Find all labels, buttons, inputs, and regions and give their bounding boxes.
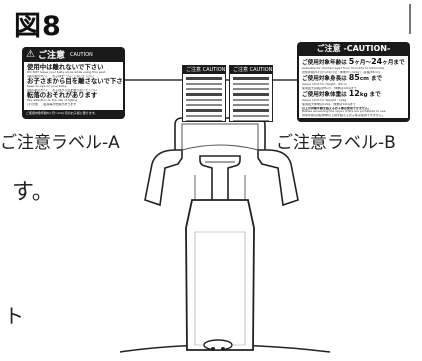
label-a-line-3-sub: (その他) · 転落等の危険があります — [27, 102, 77, 106]
label-b-age-en: Available for children aged from 5months… — [302, 67, 385, 70]
small-label-a-header: ご注意 CAUTION — [183, 66, 225, 74]
label-b-header: ご注意 -CAUTION- — [316, 44, 391, 53]
page-edge-divider — [409, 4, 411, 34]
label-a-header-jp: ご注意 — [37, 51, 65, 61]
left-armrest — [144, 149, 183, 207]
caution-label-b: ご注意 -CAUTION- ご使用対象年齢は 5ヶ月〜24ヶ月まで Availa… — [297, 42, 410, 122]
label-b-age-sub: 対象年齢(5ヶ月〜24ヶ月) · 体重(5〜12kg) · 身長(85cm) — [302, 70, 381, 74]
label-a-line-2: お子さまから目を離さないで下さい — [27, 77, 125, 86]
label-b-weight-en: Upper Limit for Weight : 12kg — [302, 99, 347, 103]
label-a-line-2-sub: (保育者の方へ) · お子様から目を離さないで下さい — [27, 88, 98, 92]
label-b-age-line: ご使用対象年齢は 5ヶ月〜24ヶ月まで — [302, 57, 405, 67]
label-b-weight-line: ご使用対象体重は 12kg まで — [302, 89, 381, 99]
label-b-height-en: Upper Limit for Height : 85cm — [302, 83, 347, 87]
label-b-limit-sub: 対象年齢/身長/体重の上限を超えるお子様は使用できません。 — [302, 113, 385, 117]
label-a-line-3-en: Pay attention to the risk of falling. — [27, 99, 79, 103]
label-a-line-1-en: DO NOT leave your baby alone while using… — [27, 71, 107, 74]
label-a-line-2-en: Keep an eye on your baby. — [27, 85, 67, 89]
pedestal-body — [185, 199, 255, 351]
label-a-footer: ご使用対象年齢5ヶ月〜24ヶ月のお子様に限ります。 — [26, 111, 98, 115]
label-a-header-en: CAUTION — [69, 51, 93, 58]
label-b-weight-sub: 使用最大体重は12kg · 体重は12kgまで — [302, 102, 356, 106]
label-a-line-1-sub: (保育者の方へ) · お子様を一人にしないで下さい — [27, 74, 95, 78]
right-armrest — [257, 149, 299, 207]
label-b-limit-en: Babies exceeding the upper limits are pr… — [302, 110, 387, 114]
figure-title: 図8 — [14, 11, 62, 42]
label-b-limit-line: 以上の対象年齢を超えるお子様は使用できません。 — [302, 106, 371, 110]
caption-label-a: ご注意ラベル-A — [0, 133, 120, 153]
seat-back — [174, 117, 266, 152]
small-caution-label-a: ご注意 CAUTION — [182, 65, 226, 122]
label-a-line-3: 転落のおそれがあります — [27, 91, 98, 100]
label-a-line-1: 使用中は離れないで下さい — [27, 63, 104, 71]
edge-text-to: ト — [4, 304, 24, 328]
edge-text-su: す。 — [12, 180, 54, 205]
small-caution-label-b: ご注意 CAUTION — [229, 65, 273, 122]
label-b-height-sub: 使用最大身長は85cm · 体重は12kgまで — [302, 86, 357, 90]
caution-label-a: ⚠ ご注意 CAUTION 使用中は離れないで下さい DO NOT leave … — [22, 47, 125, 119]
small-label-b-header: ご注意 CAUTION — [230, 66, 272, 74]
label-b-height-line: ご使用対象身長は 85cm まで — [302, 73, 383, 83]
caption-label-b: ご注意ラベル-B — [276, 133, 396, 153]
warning-triangle-icon: ⚠ — [26, 49, 35, 60]
